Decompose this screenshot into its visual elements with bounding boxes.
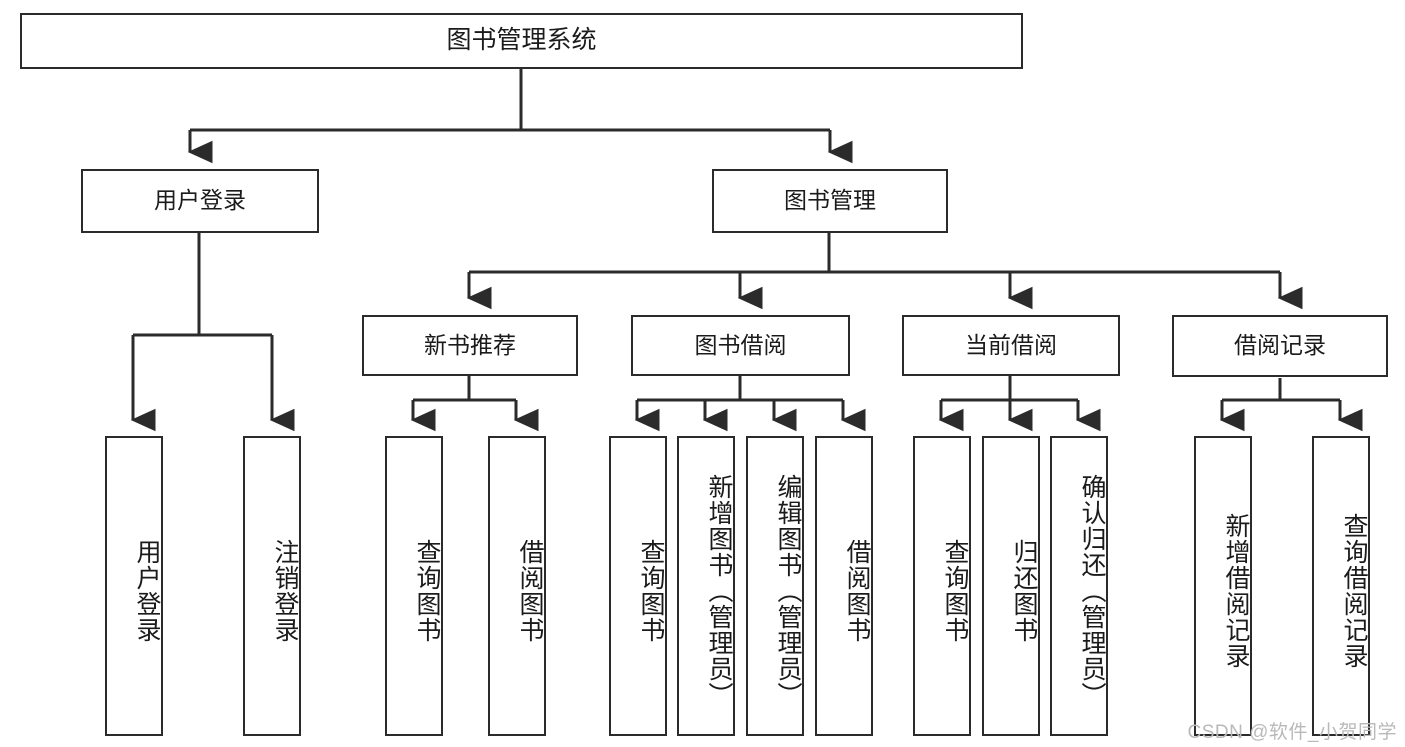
node-label: 借阅图书 <box>516 539 544 643</box>
node-label: 用户登录 <box>133 539 161 643</box>
node-label: 查询图书 <box>941 539 969 643</box>
leaf-current-return-book[interactable]: 归还图书 <box>982 436 1040 736</box>
node-label: 新书推荐 <box>424 331 516 358</box>
node-user-login[interactable]: 用户登录 <box>81 169 319 233</box>
leaf-user-login-login[interactable]: 用户登录 <box>105 436 163 736</box>
leaf-current-confirm-return-admin[interactable]: 确认归还（管理员） <box>1050 436 1108 736</box>
node-label: 图书借阅 <box>694 331 787 358</box>
node-book-borrow[interactable]: 图书借阅 <box>631 315 850 376</box>
node-label: 查询借阅记录 <box>1340 513 1368 669</box>
node-label: 查询图书 <box>413 539 441 643</box>
leaf-borrow-add-book-admin[interactable]: 新增图书（管理员） <box>677 436 735 736</box>
leaf-recommend-borrow-book[interactable]: 借阅图书 <box>488 436 546 736</box>
node-label: 编辑图书（管理员） <box>774 474 802 708</box>
node-label: 查询图书 <box>637 539 665 643</box>
node-book-management[interactable]: 图书管理 <box>712 169 948 233</box>
csdn-watermark: CSDN @软件_小贺同学 <box>1187 722 1397 743</box>
node-label: 确认归还（管理员） <box>1078 474 1106 708</box>
node-label: 归还图书 <box>1010 539 1038 643</box>
leaf-borrow-borrow-book[interactable]: 借阅图书 <box>815 436 873 736</box>
node-label: 借阅记录 <box>1234 332 1326 359</box>
leaf-borrow-edit-book-admin[interactable]: 编辑图书（管理员） <box>746 436 804 736</box>
node-current-borrow[interactable]: 当前借阅 <box>902 315 1120 376</box>
leaf-recommend-query-book[interactable]: 查询图书 <box>385 436 443 736</box>
node-label: 图书管理系统 <box>446 26 597 55</box>
node-new-book-recommend[interactable]: 新书推荐 <box>362 315 578 376</box>
node-root-library-system[interactable]: 图书管理系统 <box>20 13 1023 69</box>
node-label: 借阅图书 <box>843 539 871 643</box>
leaf-record-query-record[interactable]: 查询借阅记录 <box>1312 436 1370 736</box>
leaf-borrow-query-book[interactable]: 查询图书 <box>609 436 667 736</box>
node-label: 新增借阅记录 <box>1222 513 1250 669</box>
node-label: 图书管理 <box>784 187 876 214</box>
node-label: 新增图书（管理员） <box>705 474 733 708</box>
leaf-user-login-logout[interactable]: 注销登录 <box>243 436 301 736</box>
node-label: 用户登录 <box>154 187 246 214</box>
leaf-record-add-record[interactable]: 新增借阅记录 <box>1194 436 1252 736</box>
node-label: 注销登录 <box>271 539 299 643</box>
node-label: 当前借阅 <box>965 331 1057 358</box>
leaf-current-query-book[interactable]: 查询图书 <box>913 436 971 736</box>
node-borrow-record[interactable]: 借阅记录 <box>1172 315 1388 377</box>
